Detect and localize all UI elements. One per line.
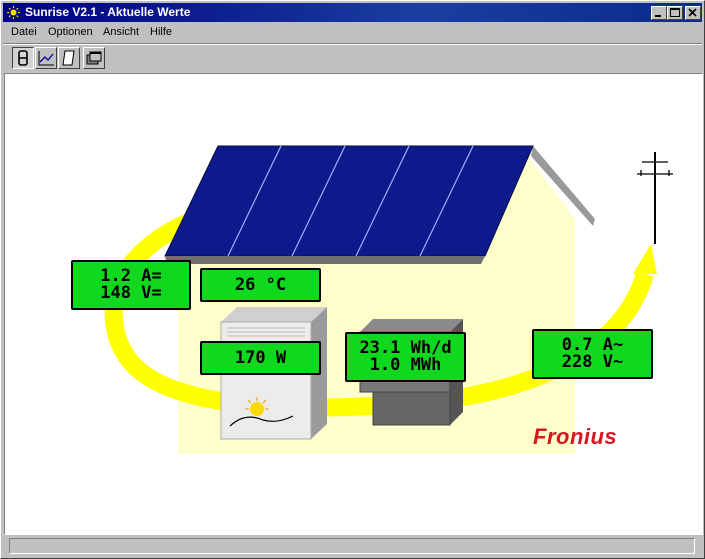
energy-flow-diagram [104, 145, 673, 454]
page-icon [62, 50, 75, 66]
minimize-icon [655, 15, 661, 17]
dc-voltage-value: 148 V= [100, 283, 162, 303]
fronius-logo: Fronius [533, 424, 618, 449]
temperature-readout: 26 °C [200, 268, 321, 302]
page-button[interactable] [58, 47, 80, 69]
current-values-icon [18, 50, 28, 66]
chart-button[interactable] [35, 47, 57, 69]
power-pole-icon [637, 152, 673, 244]
roof-edge [531, 146, 595, 226]
temperature-value: 26 °C [234, 274, 287, 295]
power-value: 170 W [234, 347, 287, 368]
toolbar [3, 43, 702, 72]
close-icon [688, 8, 697, 17]
menu-optionen[interactable]: Optionen [48, 26, 93, 38]
maximize-button[interactable] [667, 6, 683, 20]
solar-panel [164, 145, 534, 264]
sun-icon [7, 6, 20, 19]
menu-datei[interactable]: Datei [11, 26, 37, 38]
energy-day-value: 23.1 Wh/d [359, 338, 452, 358]
energy-total-value: 1.0 MWh [369, 355, 442, 375]
title-bar[interactable]: Sunrise V2.1 - Aktuelle Werte [3, 3, 702, 22]
chart-icon [38, 51, 54, 66]
current-values-button[interactable] [12, 47, 34, 69]
dc-current-value: 1.2 A= [100, 266, 162, 286]
menu-ansicht[interactable]: Ansicht [103, 26, 140, 38]
window-title: Sunrise V2.1 - Aktuelle Werte [25, 5, 191, 19]
maximize-icon [670, 8, 680, 17]
windows-icon [86, 51, 102, 65]
main-canvas: 1.2 A= 148 V= 26 °C 170 W 23.1 Wh/d 1.0 … [4, 73, 703, 535]
close-button[interactable] [685, 6, 701, 20]
ac-current-value: 0.7 A~ [561, 335, 624, 355]
menu-bar: Datei Optionen Ansicht Hilfe [3, 24, 702, 42]
ac-voltage-value: 228 V~ [561, 352, 624, 372]
inverter-logo [229, 397, 294, 427]
dc-readout: 1.2 A= 148 V= [71, 260, 191, 310]
arrow-head-icon [633, 244, 657, 274]
status-bar [9, 538, 695, 554]
power-readout: 170 W [200, 341, 321, 375]
minimize-button[interactable] [651, 6, 667, 20]
ac-readout: 0.7 A~ 228 V~ [532, 329, 653, 379]
windows-button[interactable] [83, 47, 105, 69]
energy-readout: 23.1 Wh/d 1.0 MWh [345, 332, 466, 382]
menu-hilfe[interactable]: Hilfe [150, 26, 173, 38]
